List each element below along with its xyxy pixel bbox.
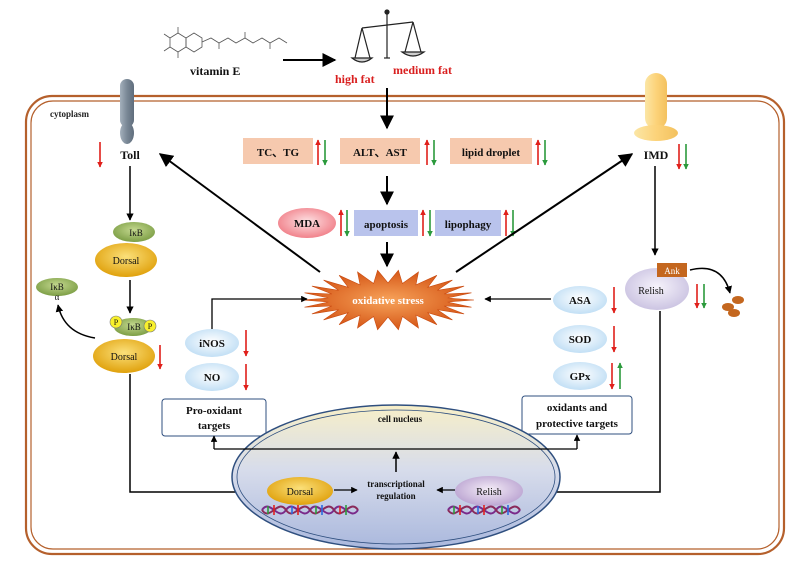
ank-degradation-arrow [689, 267, 732, 294]
pro-oxidant-label-2: targets [198, 420, 231, 432]
imd-receptor-stalk [645, 73, 667, 129]
high-fat-label: high fat [335, 72, 375, 86]
lipid-droplet-box [450, 138, 532, 164]
dorsal-to-nucleus-arrow [129, 374, 266, 496]
phospho-ikb-label: IκB [127, 322, 141, 332]
alt-ast-label: ALT、AST [353, 147, 408, 159]
gpx-oval [553, 362, 607, 390]
toll-receptor-stalk [120, 79, 134, 127]
ank-label: Ank [664, 266, 680, 276]
no-oval [185, 363, 239, 391]
tc-tg-box [243, 138, 313, 164]
active-dorsal-oval [93, 339, 155, 373]
active-dorsal-label: Dorsal [111, 352, 138, 363]
apoptosis-box [354, 210, 418, 236]
mda-label: MDA [294, 218, 320, 230]
relish-label: Relish [638, 286, 664, 297]
imd-label: IMD [644, 148, 669, 162]
oxidative-stress-label: oxidative stress [352, 295, 424, 307]
protective-label-2: protective targets [536, 418, 619, 430]
inos-to-stress-arrow [211, 295, 308, 329]
phospho-right-label: P [148, 322, 153, 331]
degraded-ank-fragments-icon [722, 296, 744, 317]
phospho-left-icon [109, 315, 123, 329]
ikb-oval [113, 222, 155, 242]
toll-receptor-base [120, 122, 134, 144]
cytoplasm-label: cytoplasm [50, 109, 90, 119]
nucleus-label: cell nucleus [378, 414, 423, 424]
dna-helix-right-icon [447, 505, 521, 515]
sod-label: SOD [569, 334, 592, 346]
ikb-alpha-oval [36, 278, 78, 296]
inos-label: iNOS [199, 338, 225, 350]
ank-box [657, 263, 687, 277]
ikb-label: IκB [129, 228, 143, 238]
cell-membrane-outer [24, 94, 786, 556]
relish-to-nucleus-arrow [529, 311, 661, 496]
toll-label: Toll [120, 148, 140, 162]
nucleus-relish-oval [455, 476, 523, 506]
dorsal-label: Dorsal [113, 256, 140, 267]
relish-oval [625, 268, 689, 310]
gpx-label: GPx [570, 371, 591, 383]
medium-fat-label: medium fat [393, 63, 452, 77]
mda-oval [278, 208, 336, 238]
pro-oxidant-label-1: Pro-oxidant [186, 405, 242, 417]
ikb-alpha-label-1: IκB [50, 282, 64, 292]
ikb-alpha-label-2: α [55, 292, 60, 302]
lipophagy-label: lipophagy [445, 219, 492, 231]
inos-oval [185, 329, 239, 357]
asa-label: ASA [569, 295, 591, 307]
no-label: NO [204, 372, 221, 384]
lipophagy-box [435, 210, 501, 236]
stress-to-toll-arrow [158, 153, 321, 273]
balance-scale-icon [350, 9, 426, 63]
dorsal-oval [95, 243, 157, 277]
regulation-label-1: transcriptional [367, 479, 425, 489]
vitamin-e-label: vitamin E [190, 64, 240, 78]
protective-label-1: oxidants and [547, 402, 607, 414]
dna-helix-left-icon [261, 505, 359, 515]
nucleus-dorsal-oval [267, 477, 333, 505]
apoptosis-label: apoptosis [364, 219, 409, 231]
cell-nucleus-inner-ring [236, 409, 556, 545]
vitamin-e-molecule-icon [163, 27, 288, 58]
tc-tg-label: TC、TG [257, 147, 300, 159]
sod-oval [553, 325, 607, 353]
phospho-ikb-oval [114, 318, 152, 336]
alt-ast-box [340, 138, 420, 164]
phospho-right-icon [143, 319, 157, 333]
regulation-label-2: regulation [376, 491, 415, 501]
imd-receptor-base [634, 125, 678, 141]
cell-nucleus [231, 404, 561, 550]
nucleus-dorsal-label: Dorsal [287, 487, 314, 498]
lipid-droplet-label: lipid droplet [462, 147, 521, 159]
protective-targets-box [521, 395, 633, 435]
stress-to-imd-arrow [455, 153, 634, 273]
nucleus-relish-label: Relish [476, 487, 502, 498]
asa-oval [553, 286, 607, 314]
phospho-left-label: P [114, 318, 119, 327]
phospho-to-ikb-alpha-arrow [55, 304, 96, 339]
